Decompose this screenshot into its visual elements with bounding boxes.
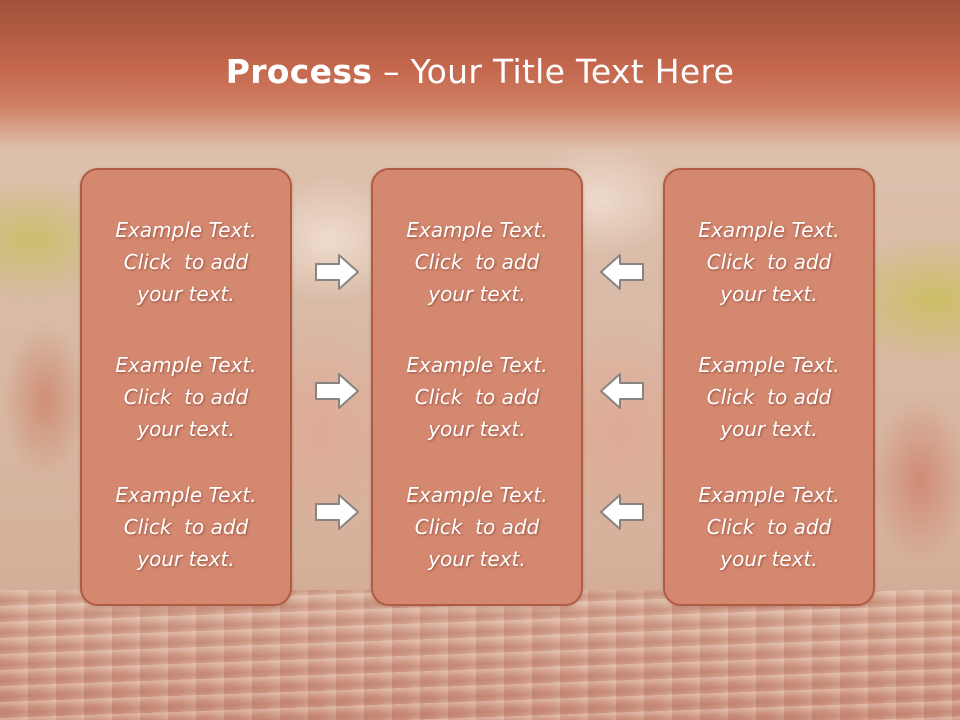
text-line: Example Text. xyxy=(698,218,840,242)
text-placeholder[interactable]: Example Text. Click to add your text. xyxy=(373,214,581,310)
title-bar xyxy=(0,0,960,150)
text-line: your text. xyxy=(720,417,818,441)
text-placeholder[interactable]: Example Text. Click to add your text. xyxy=(665,349,873,445)
text-line: Example Text. xyxy=(698,353,840,377)
arrow-left-icon[interactable] xyxy=(598,371,646,411)
text-line: your text. xyxy=(720,282,818,306)
title-bold: Process xyxy=(225,52,373,91)
text-line: Example Text. xyxy=(406,353,548,377)
text-placeholder[interactable]: Example Text. Click to add your text. xyxy=(82,214,290,310)
title-text: – Your Title Text Here xyxy=(372,52,735,91)
slide-title[interactable]: Process – Your Title Text Here xyxy=(0,52,960,91)
text-line: your text. xyxy=(137,417,235,441)
process-box-right[interactable]: Example Text. Click to add your text. Ex… xyxy=(663,168,875,606)
text-line: Example Text. xyxy=(406,218,548,242)
text-line: Click to add xyxy=(414,250,540,274)
text-placeholder[interactable]: Example Text. Click to add your text. xyxy=(373,349,581,445)
text-line: your text. xyxy=(428,282,526,306)
text-line: your text. xyxy=(720,547,818,571)
text-placeholder[interactable]: Example Text. Click to add your text. xyxy=(82,479,290,575)
text-line: your text. xyxy=(137,282,235,306)
arrow-left-icon[interactable] xyxy=(598,492,646,532)
text-line: Click to add xyxy=(706,250,832,274)
process-box-left[interactable]: Example Text. Click to add your text. Ex… xyxy=(80,168,292,606)
arrow-right-icon[interactable] xyxy=(313,371,361,411)
text-placeholder[interactable]: Example Text. Click to add your text. xyxy=(82,349,290,445)
text-line: Example Text. xyxy=(406,483,548,507)
text-line: Click to add xyxy=(706,385,832,409)
water-reflection xyxy=(0,590,960,720)
text-line: Click to add xyxy=(706,515,832,539)
text-line: Click to add xyxy=(414,385,540,409)
text-line: Example Text. xyxy=(115,483,257,507)
text-line: Example Text. xyxy=(115,353,257,377)
arrow-right-icon[interactable] xyxy=(313,492,361,532)
text-line: Example Text. xyxy=(698,483,840,507)
text-line: Click to add xyxy=(123,250,249,274)
text-line: Click to add xyxy=(123,515,249,539)
text-line: Click to add xyxy=(414,515,540,539)
text-placeholder[interactable]: Example Text. Click to add your text. xyxy=(373,479,581,575)
process-box-center[interactable]: Example Text. Click to add your text. Ex… xyxy=(371,168,583,606)
text-placeholder[interactable]: Example Text. Click to add your text. xyxy=(665,479,873,575)
text-line: your text. xyxy=(428,417,526,441)
text-line: Example Text. xyxy=(115,218,257,242)
text-placeholder[interactable]: Example Text. Click to add your text. xyxy=(665,214,873,310)
arrow-left-icon[interactable] xyxy=(598,252,646,292)
text-line: Click to add xyxy=(123,385,249,409)
text-line: your text. xyxy=(137,547,235,571)
arrow-right-icon[interactable] xyxy=(313,252,361,292)
text-line: your text. xyxy=(428,547,526,571)
